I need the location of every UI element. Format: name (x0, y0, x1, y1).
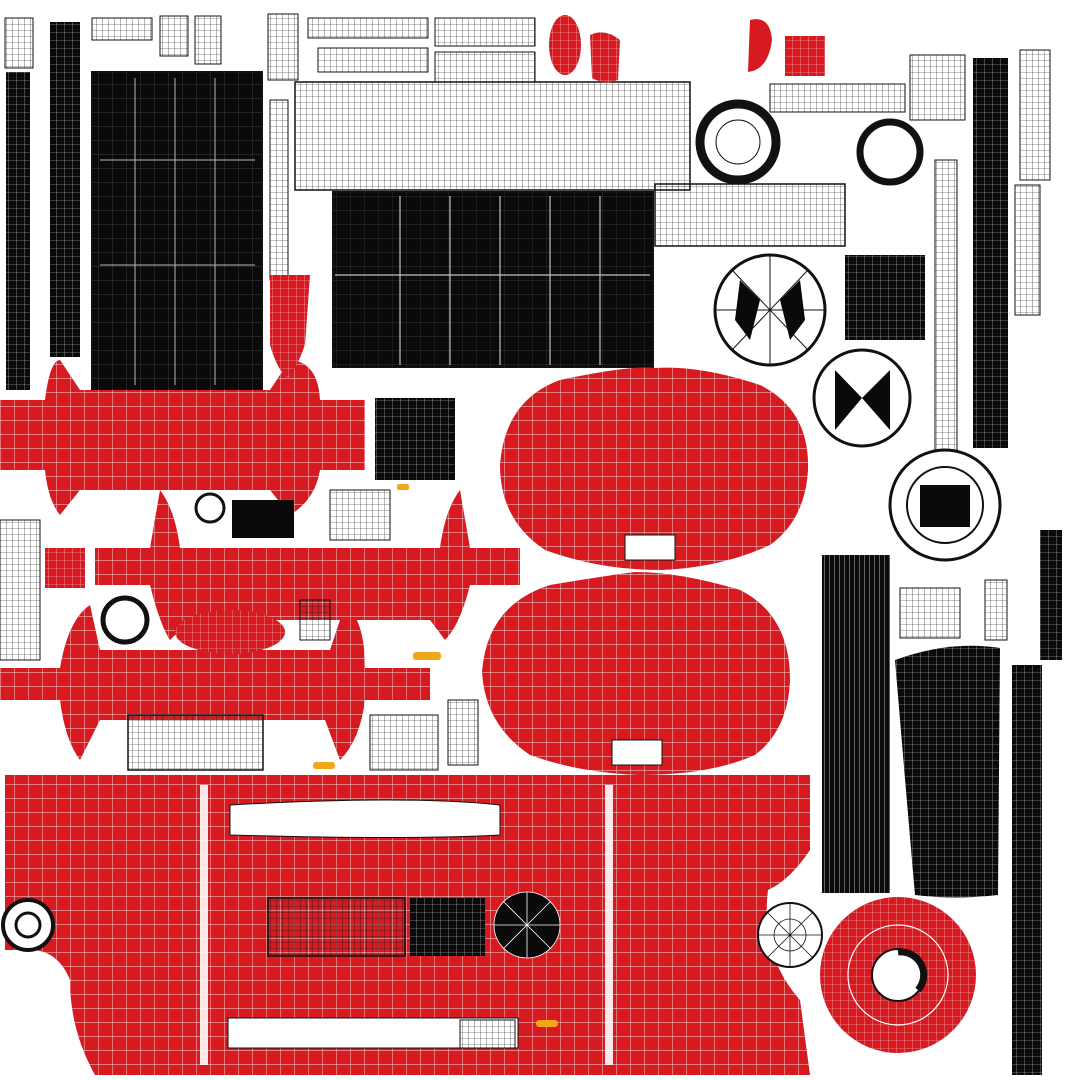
red-body-panel-left-upper (0, 360, 365, 515)
top-red-parts (549, 15, 825, 83)
right-vertical-strips (822, 49, 1062, 1075)
red-hood-small (175, 275, 310, 654)
red-oval-upper (500, 367, 809, 570)
black-panel-center (332, 191, 654, 368)
black-panel-top-left (91, 71, 263, 391)
mid-scattered-parts (0, 398, 479, 771)
red-oval-lower (482, 572, 790, 775)
red-wheel-bottom-right (757, 897, 976, 1053)
red-body-panel-left-middle (95, 490, 520, 640)
black-curved-panel-right (895, 579, 1008, 898)
red-body-panel-left-lower (0, 605, 430, 760)
right-upper-parts (654, 54, 1002, 562)
top-small-parts (91, 13, 691, 281)
left-column-strips (4, 17, 80, 390)
red-body-panel-bottom (1, 775, 810, 1075)
orange-accent-marks (313, 484, 558, 1027)
